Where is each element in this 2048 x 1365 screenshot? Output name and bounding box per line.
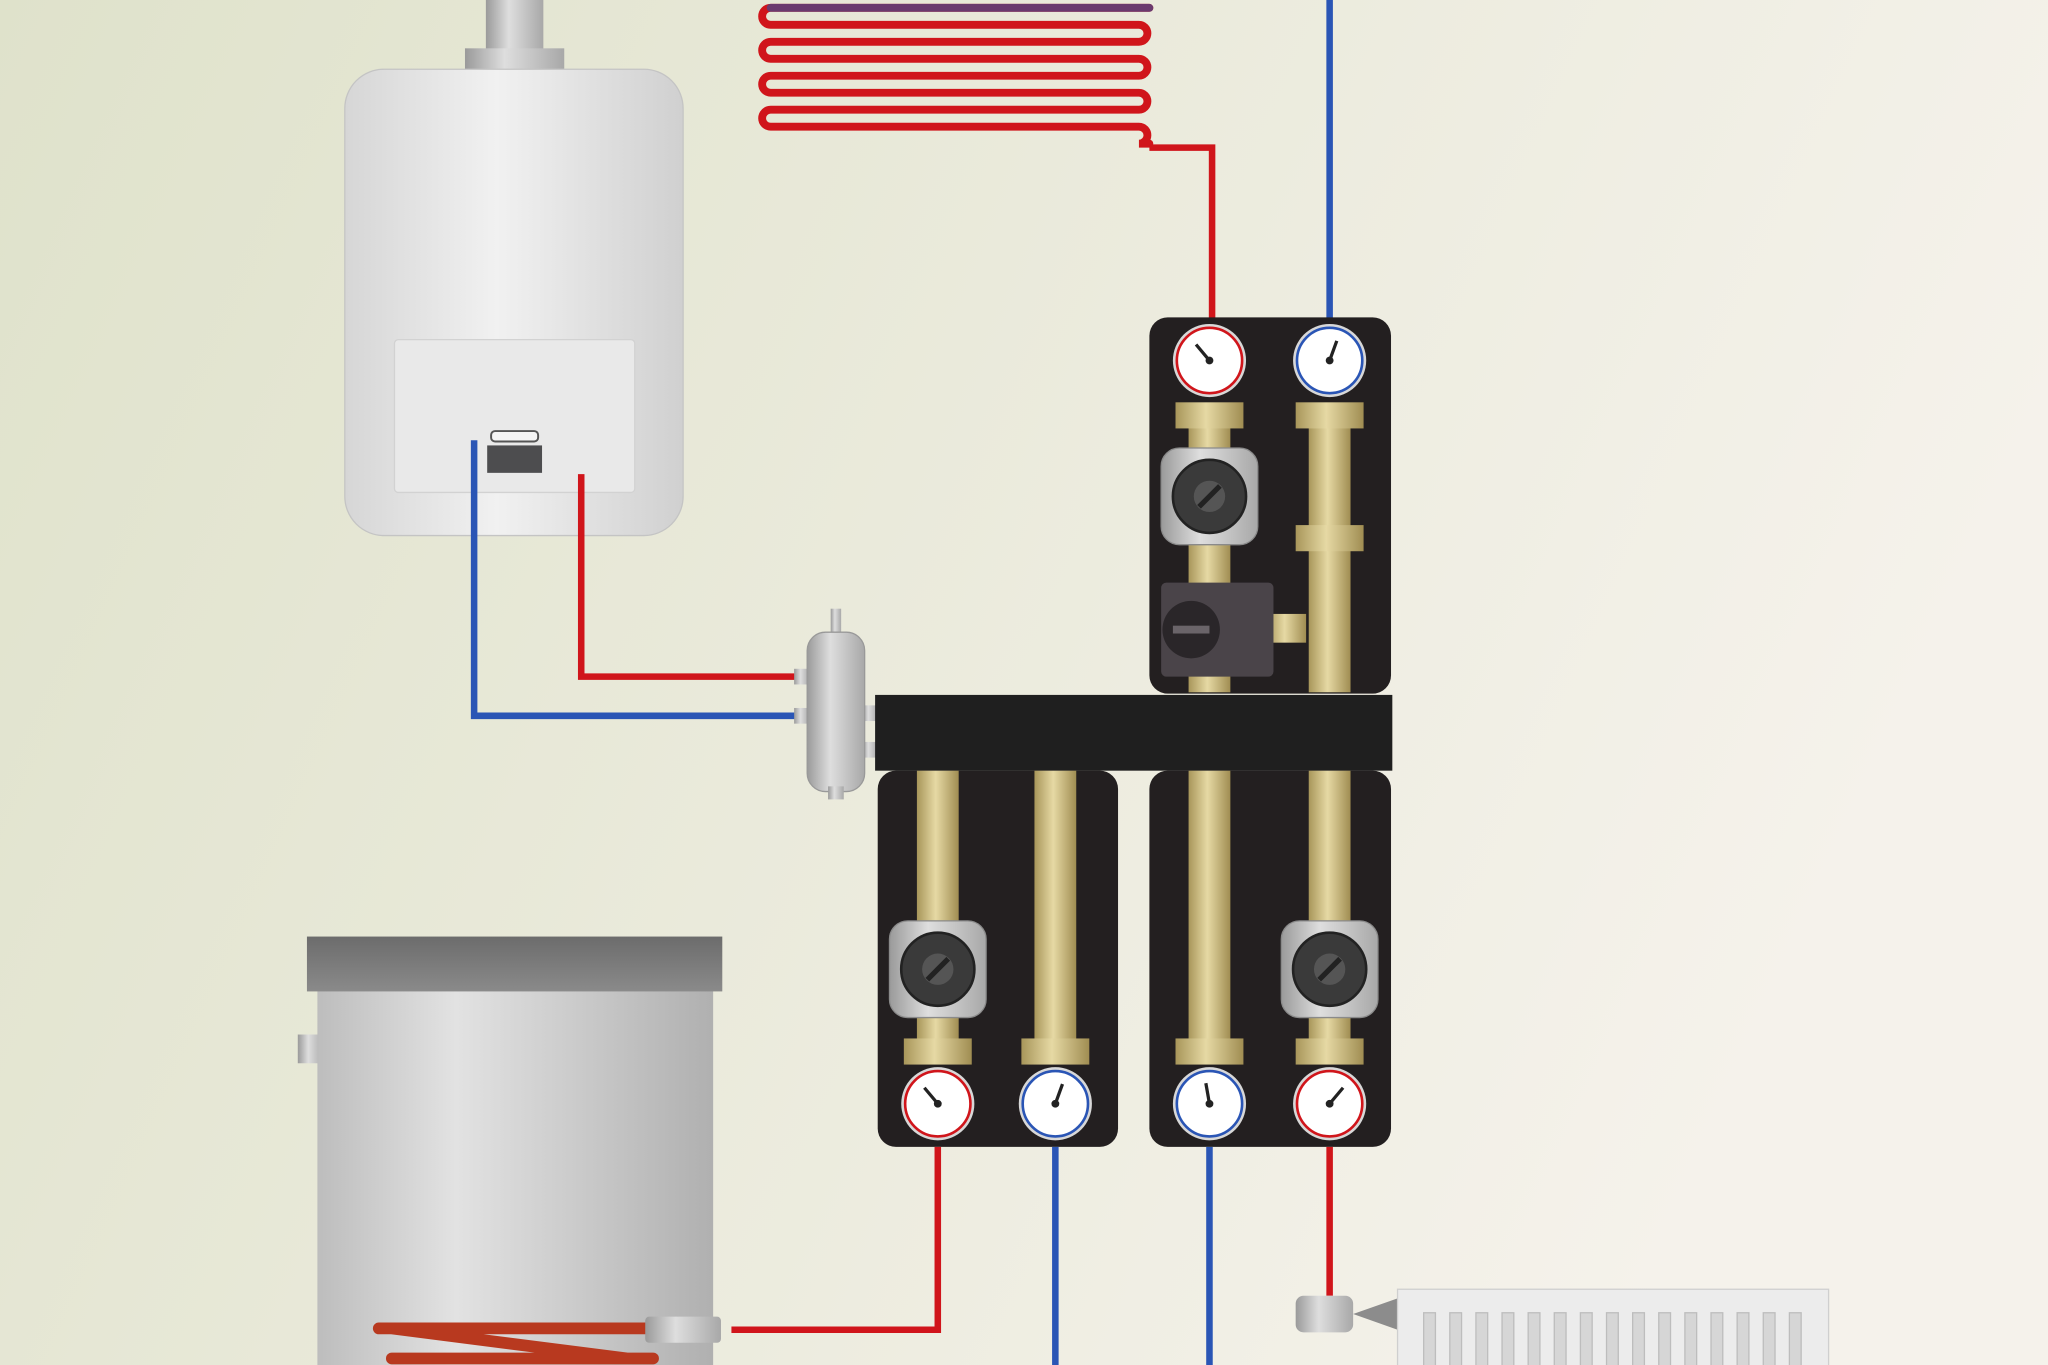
radiator-fin — [1553, 1312, 1567, 1365]
pressure-gauge-icon — [1293, 323, 1367, 398]
radiator-fin — [1684, 1312, 1698, 1365]
brass-fitting — [1021, 1038, 1090, 1065]
radiator-fin — [1475, 1312, 1489, 1365]
radiator-fin — [1788, 1312, 1802, 1365]
radiator-icon — [1295, 1288, 1830, 1365]
radiator-fin — [1736, 1312, 1750, 1365]
circulation-pump-icon — [888, 920, 987, 1019]
radiator-fin — [1710, 1312, 1724, 1365]
brass-fitting — [1295, 402, 1364, 429]
pressure-gauge-icon — [1018, 1067, 1092, 1141]
pressure-gauge-icon — [1172, 1067, 1247, 1141]
radiator-fin — [1527, 1312, 1541, 1365]
underfloor-heating-coil — [758, 3, 1154, 148]
mixing-valve-icon — [1161, 582, 1307, 677]
hydraulic-separator-icon — [794, 608, 878, 800]
brass-fitting — [1295, 525, 1364, 552]
manifold-bar — [875, 694, 1393, 771]
water-tank-icon — [297, 936, 723, 1365]
pressure-gauge-icon — [901, 1067, 975, 1141]
radiator-fin — [1762, 1312, 1776, 1365]
brass-fitting — [903, 1038, 972, 1065]
brass-fitting — [1175, 1038, 1244, 1065]
brass-pipe — [1188, 770, 1231, 1045]
radiator-fin — [1579, 1312, 1593, 1365]
hot-pipe-tank-supply — [731, 1146, 942, 1333]
brass-fitting — [1175, 402, 1244, 429]
pressure-gauge-icon — [1172, 323, 1247, 398]
brass-pipe — [1308, 417, 1351, 693]
radiator-fin — [1658, 1312, 1672, 1365]
radiator-fin — [1605, 1312, 1619, 1365]
radiator-fin — [1423, 1312, 1437, 1365]
brass-fitting — [1295, 1038, 1364, 1065]
hot-pipe-coil-supply — [1149, 144, 1216, 321]
coil-pipe — [758, 3, 1154, 148]
cold-pipe-boiler-return — [470, 440, 800, 720]
boiler-display — [487, 445, 543, 473]
radiator-fin — [1631, 1312, 1646, 1365]
brass-pipe — [1034, 770, 1077, 1045]
radiator-fin — [1501, 1312, 1515, 1365]
circulation-pump-icon — [1280, 920, 1379, 1019]
circulation-pump-icon — [1160, 447, 1259, 546]
boiler-control-panel — [393, 338, 636, 494]
radiator-fin — [1449, 1312, 1463, 1365]
hot-pipe-boiler-supply — [577, 474, 800, 680]
boiler-icon — [344, 0, 684, 537]
pressure-gauge-icon — [1293, 1067, 1367, 1141]
